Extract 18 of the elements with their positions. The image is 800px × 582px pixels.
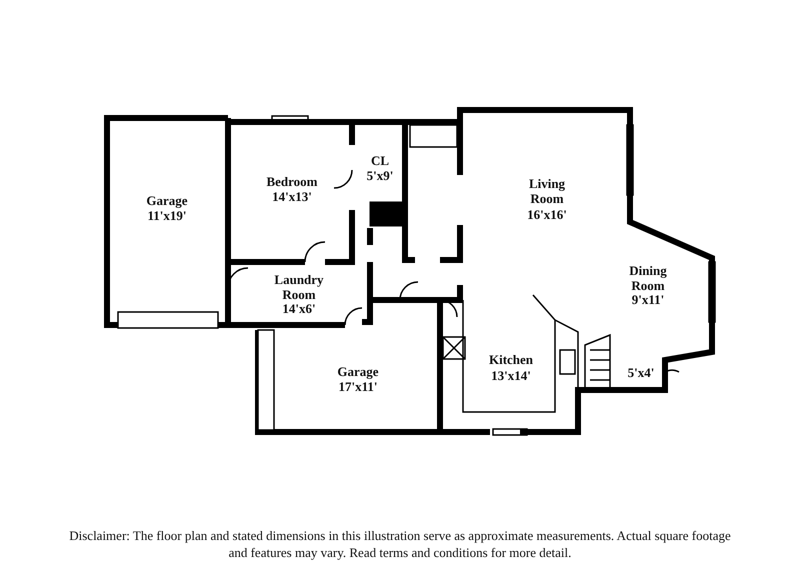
room-dimension: 13'x14' (491, 368, 531, 383)
room-dimension: 5'x9' (366, 168, 394, 183)
room-dimension: 14'x6' (282, 301, 316, 316)
room-label: Laundry Room (273, 272, 325, 302)
room-dimension: 16'x16' (527, 207, 567, 222)
room-label: Dining Room (628, 263, 668, 293)
disclaimer-text: Disclaimer: The floor plan and stated dimensions in this illustration serve as approximate measurements. Actual square footage and features may vary. Read terms and conditions for more detail. (68, 527, 732, 561)
room-label: Bedroom (266, 174, 318, 189)
room-dimension: 11'x19' (148, 208, 186, 223)
room-dimension: 9'x11' (632, 292, 664, 307)
room-label: Garage (337, 364, 379, 379)
room-dimension: 14'x13' (272, 189, 312, 204)
room-label: Living Room (528, 176, 566, 206)
room-dimension: 5'x4' (628, 365, 654, 380)
room-dimension: 17'x11' (338, 379, 378, 394)
room-label: Garage (146, 193, 188, 208)
room-label: Kitchen (488, 352, 534, 367)
room-label: CL (370, 153, 390, 168)
